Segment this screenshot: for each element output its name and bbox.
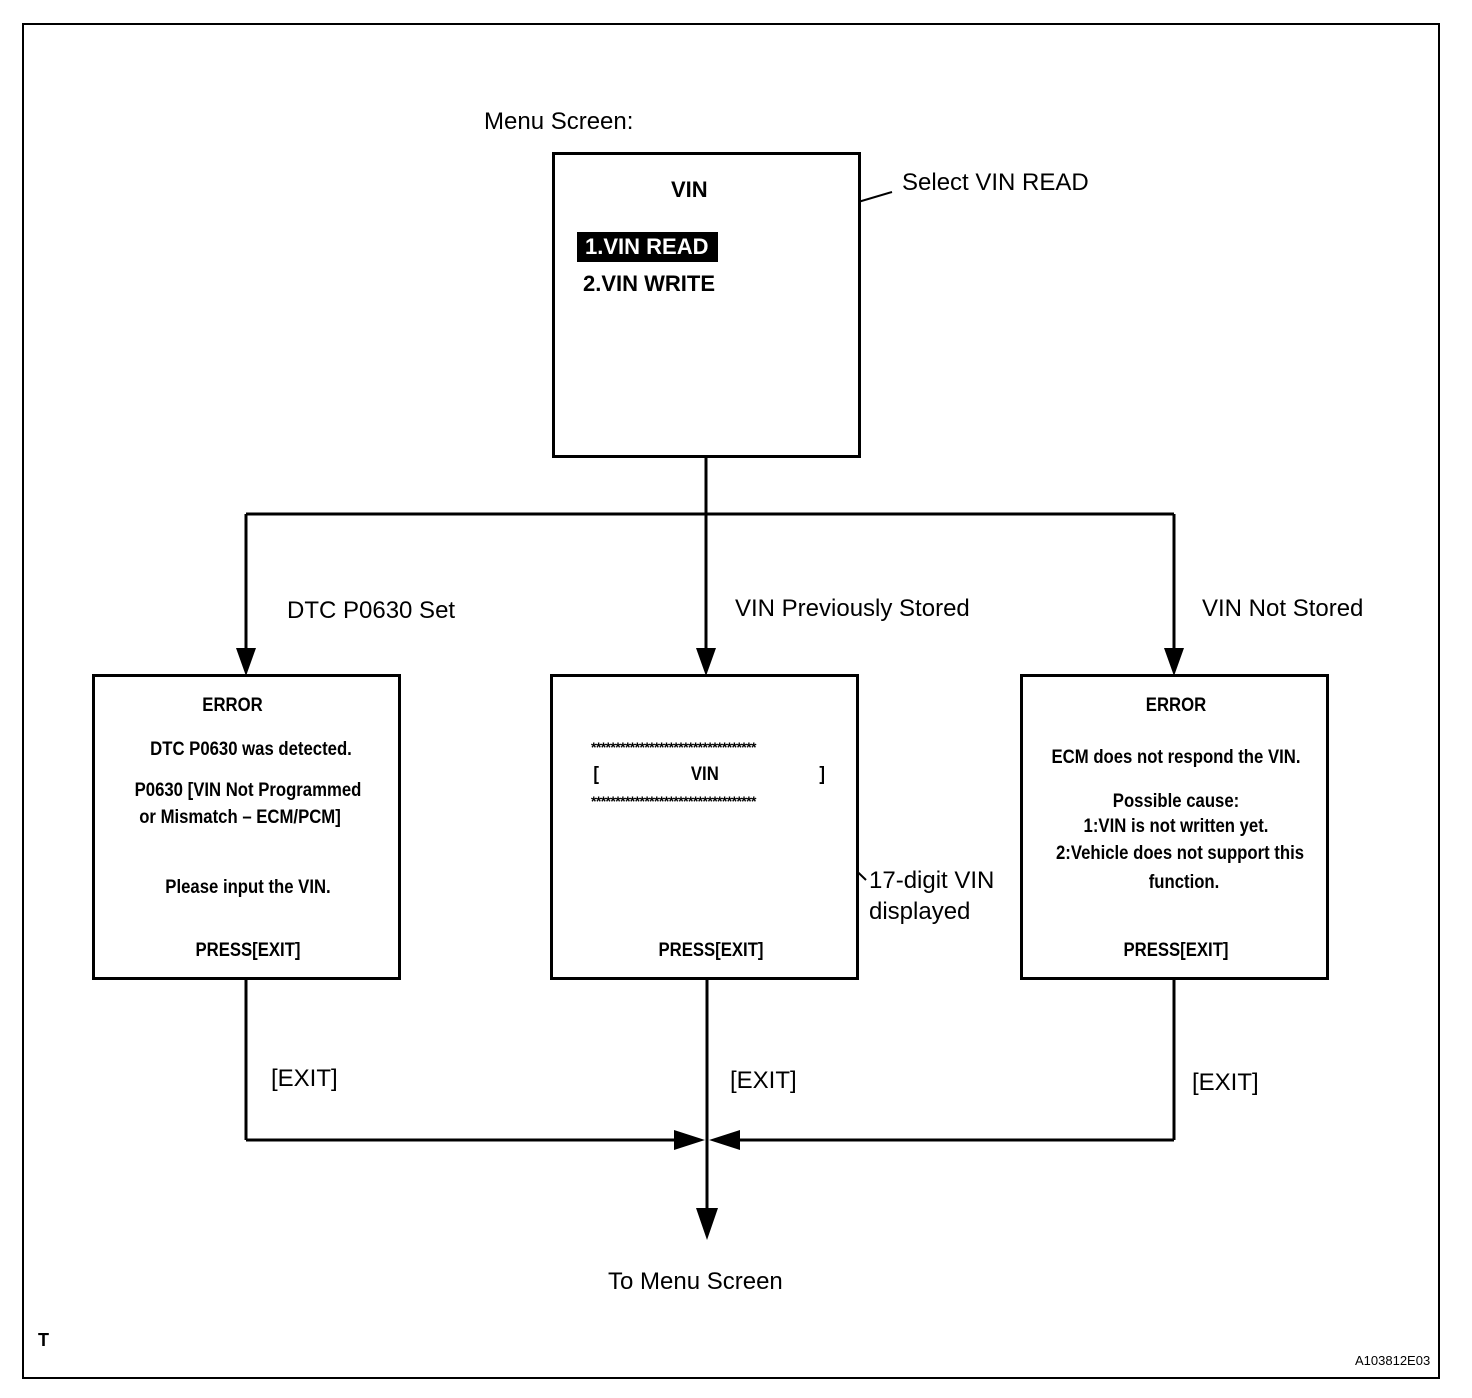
error-cause-2-cont: function. xyxy=(1148,872,1220,893)
menu-screen-label: Menu Screen: xyxy=(484,108,634,135)
arrowhead-middle xyxy=(696,648,716,676)
exit-label-left: [EXIT] xyxy=(271,1065,338,1092)
error-cause-1: 1:VIN is not written yet. xyxy=(1083,816,1269,837)
menu-title: VIN xyxy=(671,177,708,202)
error-title: ERROR xyxy=(1145,695,1207,716)
vin-display-screen: ********************************** [ VIN… xyxy=(550,674,859,980)
vin-value: VIN xyxy=(690,764,719,785)
error-dtc-code: P0630 [VIN Not Programmed xyxy=(134,780,362,801)
corner-mark: T xyxy=(38,1330,49,1350)
error-dtc-desc: or Mismatch – ECM/PCM] xyxy=(139,807,341,828)
vin-stars-bottom: ********************************** xyxy=(591,793,756,809)
callout-displayed: displayed xyxy=(869,898,971,925)
figure-id: A103812E03 xyxy=(1355,1353,1431,1368)
error-screen-not-stored: ERROR ECM does not respond the VIN. Poss… xyxy=(1020,674,1329,980)
error-screen-dtc: ERROR DTC P0630 was detected. P0630 [VIN… xyxy=(92,674,401,980)
figure-frame xyxy=(22,23,1440,1379)
press-exit-label: PRESS[EXIT] xyxy=(1123,940,1229,961)
arrowhead-right xyxy=(1164,648,1184,676)
error-cause-2: 2:Vehicle does not support this xyxy=(1055,843,1305,864)
error-title: ERROR xyxy=(202,695,263,716)
callout-17-digit-vin: 17-digit VIN xyxy=(869,867,995,894)
branch-label-not-stored: VIN Not Stored xyxy=(1202,595,1364,622)
callout-select-vin-read: Select VIN READ xyxy=(902,169,1089,196)
exit-label-right: [EXIT] xyxy=(1192,1069,1259,1096)
arrowhead-to-menu xyxy=(696,1208,718,1240)
menu-item-vin-read[interactable]: 1.VIN READ xyxy=(577,232,719,262)
branch-label-stored: VIN Previously Stored xyxy=(735,595,970,622)
vin-stars-top: ********************************** xyxy=(591,739,756,755)
arrowhead-merge-right xyxy=(709,1130,740,1150)
arrowhead-merge-left xyxy=(674,1130,705,1150)
error-input-vin: Please input the VIN. xyxy=(165,877,331,898)
error-no-response: ECM does not respond the VIN. xyxy=(1051,747,1301,768)
error-dtc-detected: DTC P0630 was detected. xyxy=(150,739,352,760)
exit-label-middle: [EXIT] xyxy=(730,1067,797,1094)
menu-item-vin-write[interactable]: 2.VIN WRITE xyxy=(583,271,716,296)
vin-bracket-open: [ xyxy=(593,764,599,785)
error-possible-cause: Possible cause: xyxy=(1112,791,1240,812)
press-exit-label: PRESS[EXIT] xyxy=(195,940,301,961)
arrowhead-left xyxy=(236,648,256,676)
branch-label-dtc: DTC P0630 Set xyxy=(287,597,456,624)
press-exit-label: PRESS[EXIT] xyxy=(658,940,764,961)
menu-screen-box: VIN 1.VIN READ 2.VIN WRITE xyxy=(552,152,861,458)
to-menu-screen-label: To Menu Screen xyxy=(608,1268,783,1295)
vin-bracket-close: ] xyxy=(819,764,825,785)
